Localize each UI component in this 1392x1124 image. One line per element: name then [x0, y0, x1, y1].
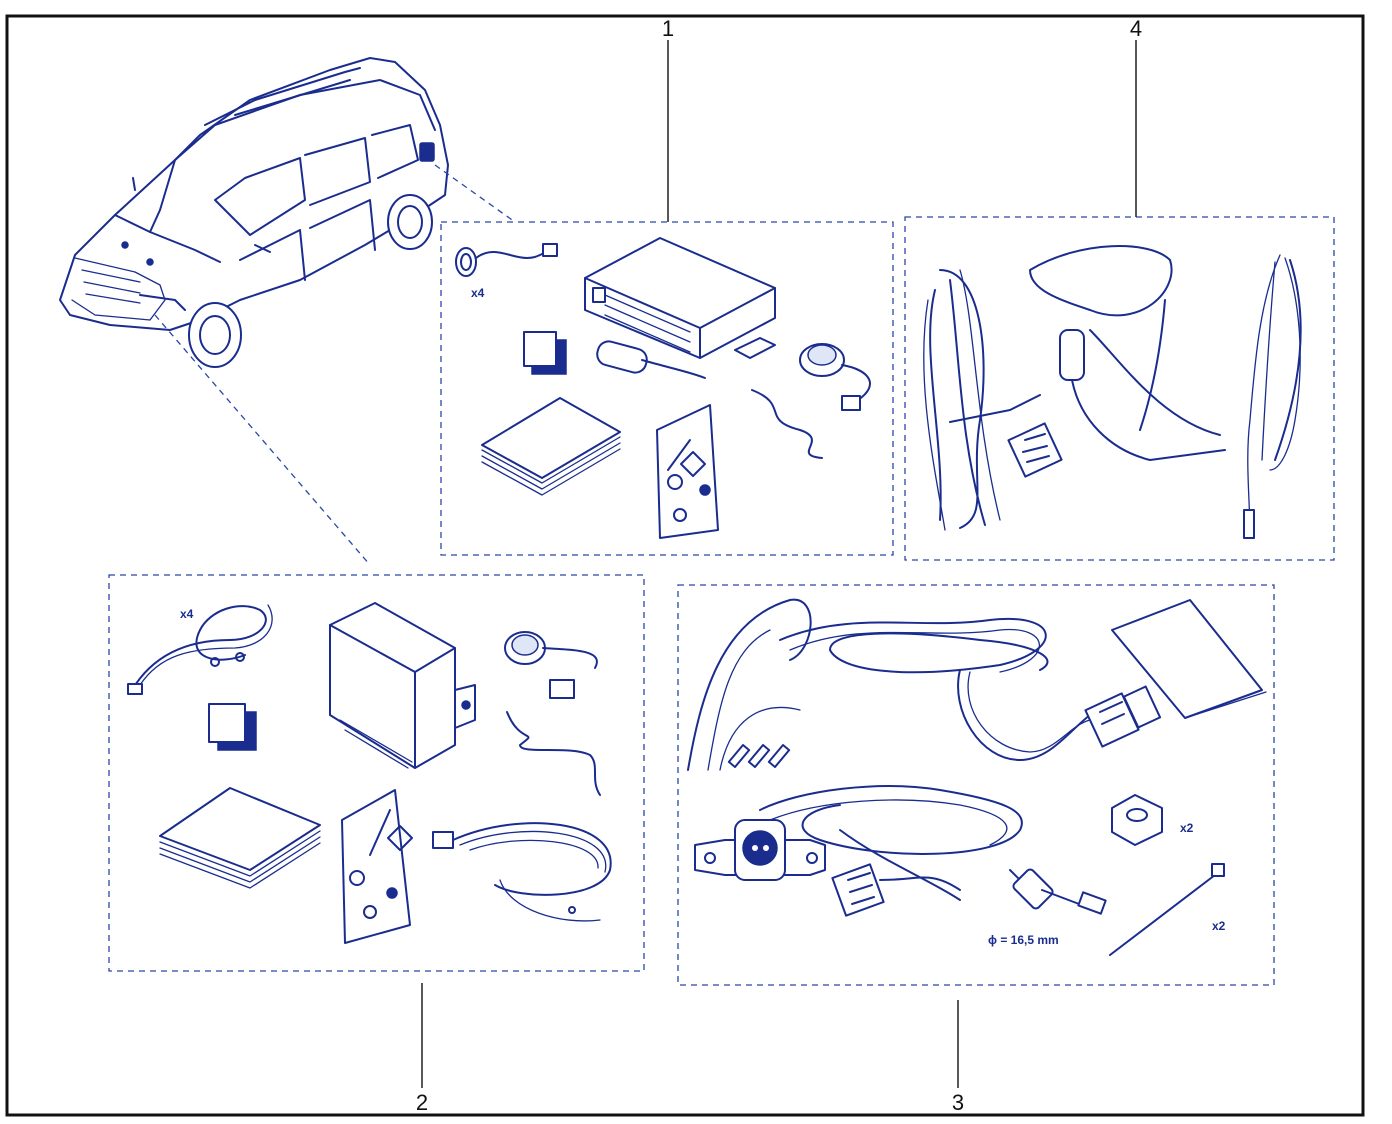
kit-2-box: [108, 574, 645, 972]
kit-4-group: 4: [904, 16, 1335, 561]
kit-2-harness: [432, 822, 612, 922]
kit-3-box: [677, 584, 1275, 986]
kit-1-adhesive-pad: [523, 331, 567, 375]
kit-1-switch: [596, 340, 706, 379]
kit-2-fastener-card: [341, 789, 413, 944]
kit-3-camera-harness: [694, 785, 1023, 917]
kit-2-group: 2 x4: [108, 574, 645, 1115]
kit-2-wire: [506, 711, 601, 796]
kit-2-sensor-cables: x4: [127, 604, 273, 695]
kit-4-callout: 4: [1130, 16, 1142, 41]
kit-3-drill-size: ϕ = 16,5 mm: [988, 933, 1059, 947]
kit-3-cable-tie: x2: [1109, 863, 1226, 956]
kit-1-manual: [481, 397, 621, 496]
kit-3-callout: 3: [952, 1090, 964, 1115]
kit-1-callout: 1: [662, 16, 674, 41]
kit-3-nut-qty: x2: [1180, 821, 1194, 835]
kit-3-upper-harness: [687, 598, 1162, 771]
kit-3-manual: [1111, 599, 1267, 719]
kit-1-control-unit: [584, 237, 776, 359]
kit-1-wire: [751, 389, 823, 459]
kit-3-drill-bit: ϕ = 16,5 mm: [988, 868, 1107, 947]
kit-1-box: [440, 221, 894, 556]
outer-frame: [5, 14, 1365, 1117]
kit-1-group: 1 x4: [440, 16, 894, 556]
kit-2-control-unit: [329, 602, 476, 769]
kit-2-sensor-qty: x4: [180, 607, 194, 621]
kit-3-tie-qty: x2: [1212, 919, 1226, 933]
kit-4-coiled-cable: [1243, 254, 1302, 539]
kit-1-buzzer: [799, 343, 871, 411]
kit-1-sensor: x4: [455, 243, 558, 300]
vehicle-to-kit2-leader: [154, 314, 371, 566]
kit-2-callout: 2: [416, 1090, 428, 1115]
kit-2-manual: [159, 787, 321, 889]
vehicle-to-kit1-leader: [434, 164, 516, 223]
kit-2-buzzer: [504, 631, 598, 699]
kit-3-group: 3: [677, 584, 1275, 1115]
kit-3-nut: x2: [1111, 794, 1194, 846]
vehicle-illustration: [59, 57, 449, 368]
kit-1-fastener-card: [656, 404, 719, 539]
kit-4-box: [904, 216, 1335, 561]
kit-2-adhesive-pad: [208, 703, 257, 751]
kit-1-sensor-qty: x4: [471, 286, 485, 300]
kit-4-main-harness: [923, 245, 1226, 531]
